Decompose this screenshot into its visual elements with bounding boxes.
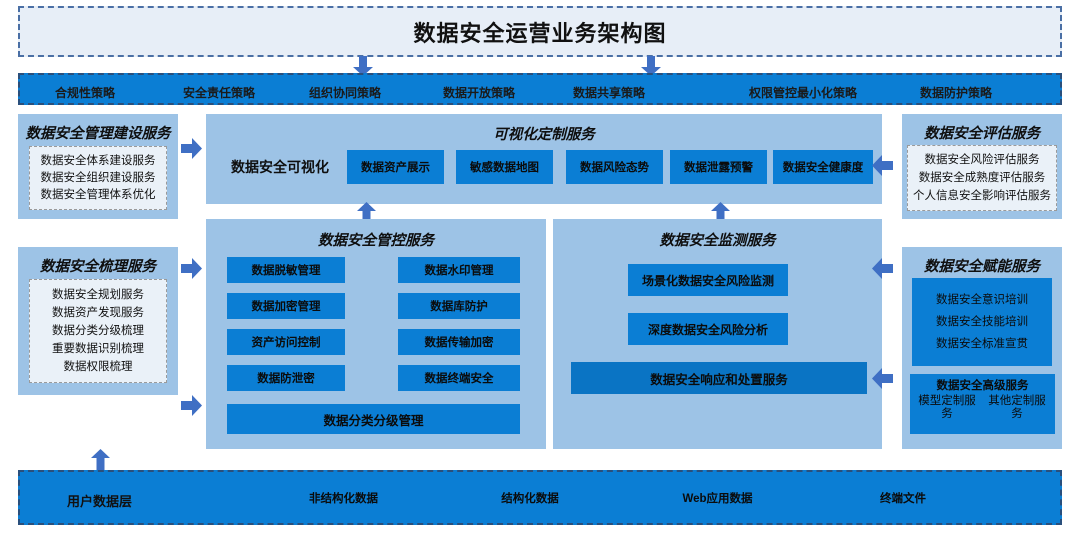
right-arrow-icon-3 bbox=[181, 395, 202, 416]
panel-enablement: 数据安全赋能服务 数据安全意识培训 数据安全技能培训 数据安全标准宣贯 数据安全… bbox=[902, 247, 1062, 449]
list-item[interactable]: 数据资产发现服务 bbox=[52, 306, 144, 319]
policy-item-3[interactable]: 数据开放策略 bbox=[443, 86, 516, 100]
policy-item-5[interactable]: 权限管控最小化策略 bbox=[749, 86, 858, 100]
advanced-services-right[interactable]: 其他定制服务 bbox=[988, 395, 1046, 420]
chip-visualization-4[interactable]: 数据安全健康度 bbox=[773, 150, 873, 184]
chip-control-right-2[interactable]: 数据传输加密 bbox=[398, 329, 520, 355]
right-arrow-icon-2 bbox=[181, 258, 202, 279]
diagram-title-box: 数据安全运营业务架构图 bbox=[18, 6, 1062, 57]
panel-management-building-title: 数据安全管理建设服务 bbox=[25, 126, 171, 142]
panel-visualization-title: 可视化定制服务 bbox=[493, 127, 595, 143]
advanced-services-box: 数据安全高级服务 模型定制服务 其他定制服务 bbox=[910, 374, 1055, 434]
policy-item-4[interactable]: 数据共享策略 bbox=[573, 86, 646, 100]
panel-assessment-title: 数据安全评估服务 bbox=[924, 126, 1040, 142]
panel-enablement-title: 数据安全赋能服务 bbox=[924, 259, 1040, 275]
page-title: 数据安全运营业务架构图 bbox=[413, 20, 667, 46]
policy-bar: 合规性策略 安全责任策略 组织协同策略 数据开放策略 数据共享策略 权限管控最小… bbox=[18, 73, 1062, 105]
user-data-layer-bar: 用户数据层 非结构化数据 结构化数据 Web应用数据 终端文件 bbox=[18, 470, 1062, 525]
down-arrow-icon-2 bbox=[640, 56, 662, 76]
up-arrow-icon-1 bbox=[356, 202, 377, 223]
data-sorting-list: 数据安全规划服务 数据资产发现服务 数据分类分级梳理 重要数据识别梳理 数据权限… bbox=[29, 279, 167, 383]
list-item[interactable]: 数据安全规划服务 bbox=[52, 288, 144, 301]
chip-control-right-1[interactable]: 数据库防护 bbox=[398, 293, 520, 319]
chip-bottom-0[interactable]: 非结构化数据 bbox=[291, 486, 396, 510]
chip-control-right-3[interactable]: 数据终端安全 bbox=[398, 365, 520, 391]
panel-monitoring-services-title: 数据安全监测服务 bbox=[659, 233, 776, 249]
chip-bottom-2[interactable]: Web应用数据 bbox=[665, 486, 770, 510]
list-item[interactable]: 数据安全体系建设服务 bbox=[40, 154, 156, 167]
policy-item-6[interactable]: 数据防护策略 bbox=[920, 86, 993, 100]
chip-control-right-0[interactable]: 数据水印管理 bbox=[398, 257, 520, 283]
chip-visualization-1[interactable]: 敏感数据地图 bbox=[456, 150, 553, 184]
management-building-list: 数据安全体系建设服务 数据安全组织建设服务 数据安全管理体系优化 bbox=[29, 146, 167, 210]
chip-control-left-3[interactable]: 数据防泄密 bbox=[227, 365, 345, 391]
up-arrow-icon-3 bbox=[90, 449, 111, 471]
assessment-list: 数据安全风险评估服务 数据安全成熟度评估服务 个人信息安全影响评估服务 bbox=[907, 145, 1057, 211]
chip-visualization-0[interactable]: 数据资产展示 bbox=[347, 150, 444, 184]
visualization-subtitle: 数据安全可视化 bbox=[231, 159, 329, 175]
advanced-services-title: 数据安全高级服务 bbox=[936, 380, 1029, 392]
list-item[interactable]: 个人信息安全影响评估服务 bbox=[913, 190, 1051, 203]
list-item[interactable]: 数据安全意识培训 bbox=[936, 293, 1028, 306]
policy-item-1[interactable]: 安全责任策略 bbox=[183, 86, 256, 100]
list-item[interactable]: 数据分类分级梳理 bbox=[52, 324, 144, 337]
chip-monitoring-wide[interactable]: 数据安全响应和处置服务 bbox=[571, 362, 867, 394]
panel-data-sorting: 数据安全梳理服务 数据安全规划服务 数据资产发现服务 数据分类分级梳理 重要数据… bbox=[18, 247, 178, 395]
left-arrow-icon-2 bbox=[872, 258, 893, 279]
policy-item-0[interactable]: 合规性策略 bbox=[55, 86, 116, 100]
left-arrow-icon-1 bbox=[872, 155, 893, 176]
list-item[interactable]: 数据安全标准宣贯 bbox=[936, 338, 1028, 351]
list-item[interactable]: 数据权限梳理 bbox=[63, 361, 133, 374]
list-item[interactable]: 重要数据识别梳理 bbox=[52, 343, 144, 356]
panel-assessment: 数据安全评估服务 数据安全风险评估服务 数据安全成熟度评估服务 个人信息安全影响… bbox=[902, 114, 1062, 219]
chip-control-left-2[interactable]: 资产访问控制 bbox=[227, 329, 345, 355]
advanced-services-left[interactable]: 模型定制服务 bbox=[918, 395, 976, 420]
panel-data-sorting-title: 数据安全梳理服务 bbox=[40, 259, 156, 275]
panel-control-services-title: 数据安全管控服务 bbox=[318, 233, 434, 249]
chip-visualization-2[interactable]: 数据风险态势 bbox=[566, 150, 663, 184]
chip-control-wide[interactable]: 数据分类分级管理 bbox=[227, 404, 520, 434]
right-arrow-icon-1 bbox=[181, 138, 202, 159]
user-data-layer-label: 用户数据层 bbox=[67, 494, 133, 509]
down-arrow-icon-1 bbox=[352, 56, 374, 76]
left-arrow-icon-3 bbox=[872, 368, 893, 389]
chip-monitoring-0[interactable]: 场景化数据安全风险监测 bbox=[628, 264, 788, 296]
up-arrow-icon-2 bbox=[710, 202, 731, 223]
chip-control-left-0[interactable]: 数据脱敏管理 bbox=[227, 257, 345, 283]
list-item[interactable]: 数据安全风险评估服务 bbox=[924, 153, 1040, 166]
panel-management-building: 数据安全管理建设服务 数据安全体系建设服务 数据安全组织建设服务 数据安全管理体… bbox=[18, 114, 178, 219]
enablement-list: 数据安全意识培训 数据安全技能培训 数据安全标准宣贯 bbox=[912, 278, 1052, 366]
chip-bottom-1[interactable]: 结构化数据 bbox=[480, 486, 580, 510]
list-item[interactable]: 数据安全成熟度评估服务 bbox=[918, 171, 1046, 184]
chip-bottom-3[interactable]: 终端文件 bbox=[853, 486, 953, 510]
policy-item-2[interactable]: 组织协同策略 bbox=[309, 86, 382, 100]
chip-visualization-3[interactable]: 数据泄露预警 bbox=[670, 150, 767, 184]
list-item[interactable]: 数据安全技能培训 bbox=[936, 315, 1028, 328]
chip-control-left-1[interactable]: 数据加密管理 bbox=[227, 293, 345, 319]
list-item[interactable]: 数据安全组织建设服务 bbox=[40, 171, 156, 184]
chip-monitoring-1[interactable]: 深度数据安全风险分析 bbox=[628, 313, 788, 345]
list-item[interactable]: 数据安全管理体系优化 bbox=[40, 189, 156, 202]
